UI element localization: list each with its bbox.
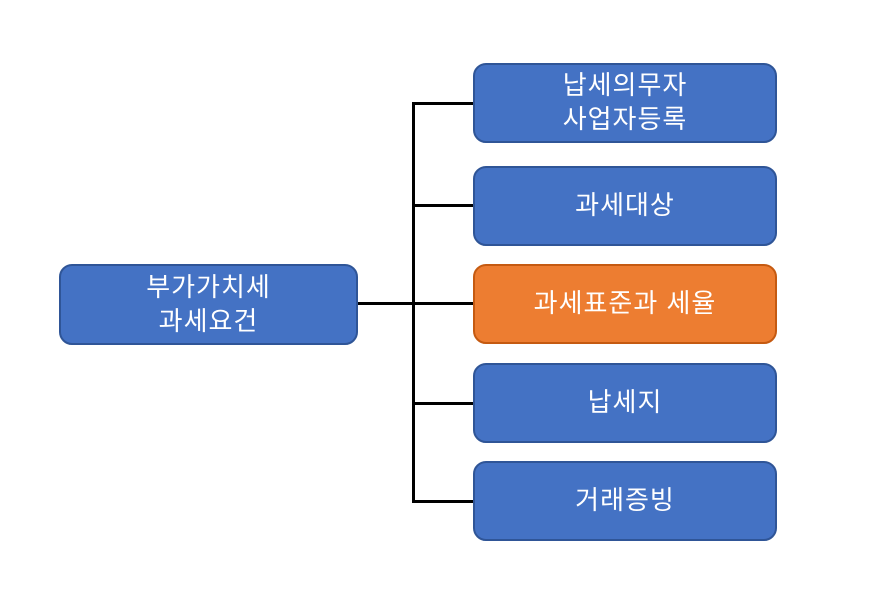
node-vat-requirements-line2: 과세요건	[158, 305, 259, 336]
node-tax-base-and-rate-label: 과세표준과 세율	[533, 288, 717, 319]
node-vat-requirements: 부가가치세 과세요건	[59, 264, 358, 345]
connector-trunk-vertical	[412, 102, 415, 503]
node-taxpayer-registration: 납세의무자 사업자등록	[473, 63, 777, 143]
node-transaction-evidence: 거래증빙	[473, 461, 777, 541]
node-taxable-object: 과세대상	[473, 166, 777, 246]
node-tax-payment-place: 납세지	[473, 363, 777, 443]
node-taxpayer-registration-line2: 사업자등록	[562, 104, 688, 134]
connector-root-to-trunk	[358, 302, 473, 305]
connector-branch-5	[412, 500, 473, 503]
node-taxable-object-label: 과세대상	[575, 190, 675, 221]
node-tax-base-and-rate: 과세표준과 세율	[473, 264, 777, 344]
connector-branch-1	[412, 102, 473, 105]
node-vat-requirements-line1: 부가가치세	[146, 271, 271, 302]
connector-branch-2	[412, 204, 473, 207]
node-tax-payment-place-label: 납세지	[587, 387, 663, 418]
node-taxpayer-registration-line1: 납세의무자	[562, 70, 688, 101]
connector-branch-4	[412, 402, 473, 405]
node-transaction-evidence-label: 거래증빙	[575, 485, 675, 516]
